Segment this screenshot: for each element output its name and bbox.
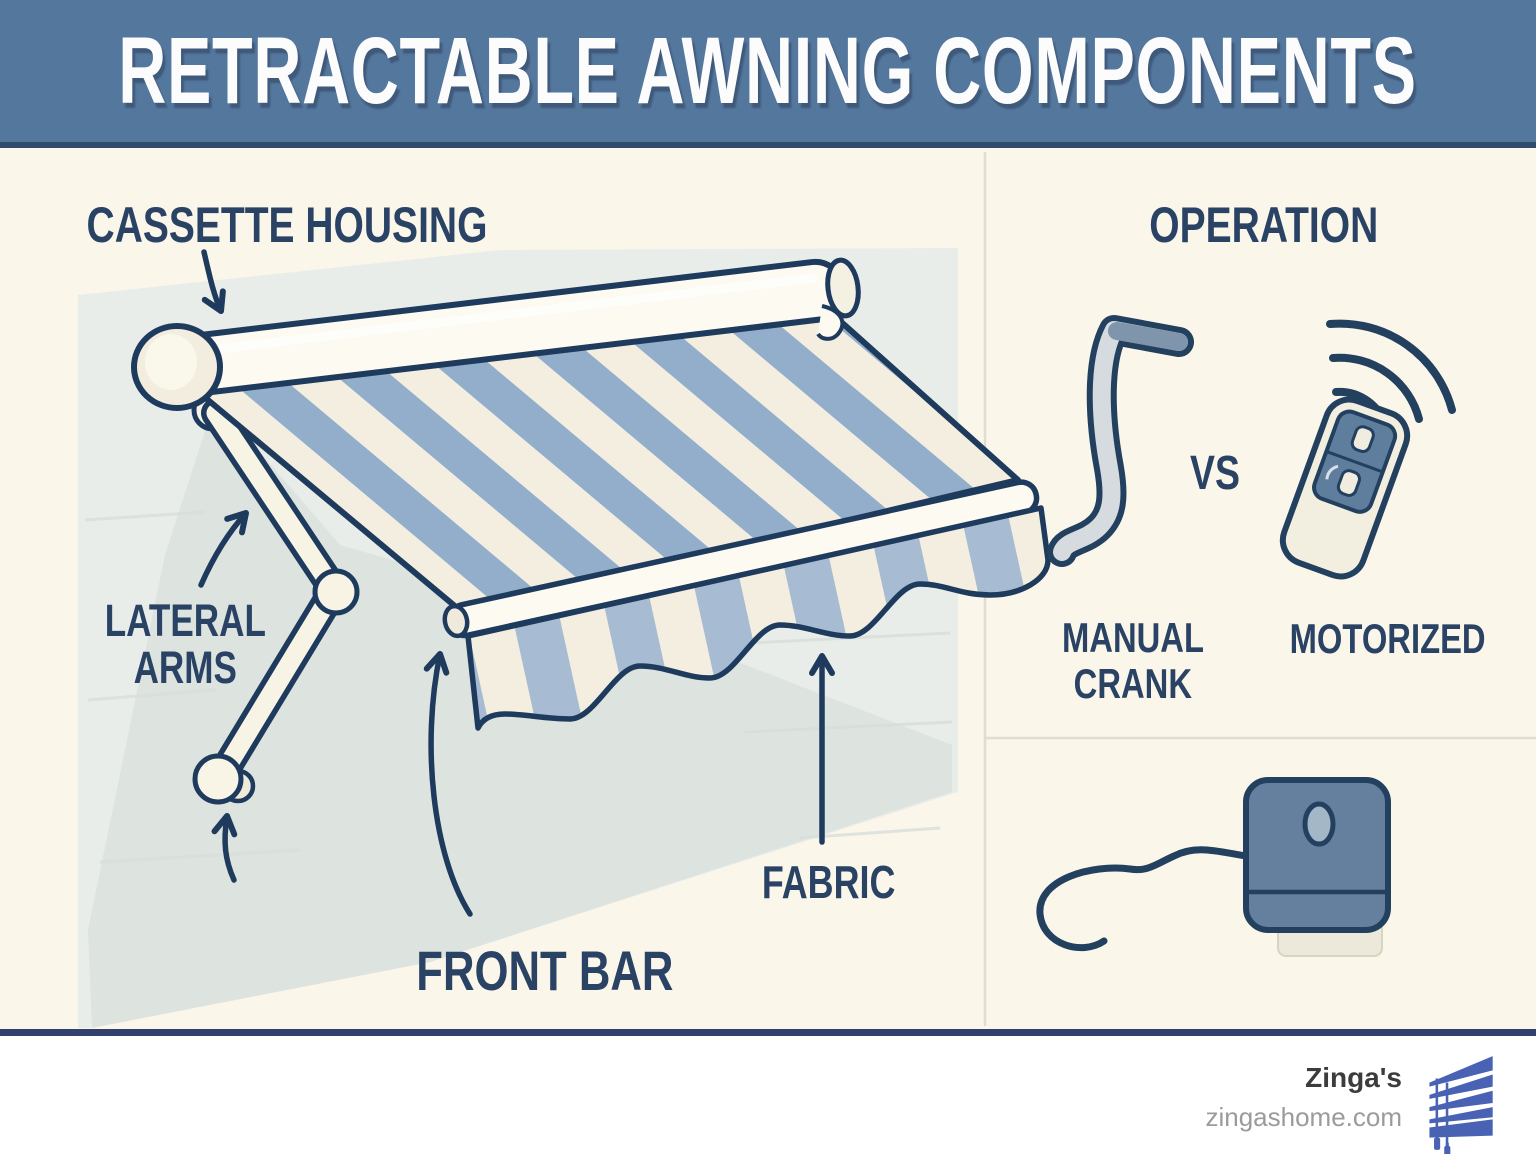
brand-name: Zinga's bbox=[1305, 1062, 1402, 1093]
footer-bar: Zinga's zingashome.com bbox=[0, 1029, 1536, 1154]
crank-handle-icon bbox=[1047, 315, 1194, 567]
website-url: zingashome.com bbox=[1205, 1102, 1402, 1132]
operation-heading: OPERATION bbox=[1149, 197, 1379, 253]
front-bar-arrow bbox=[423, 651, 473, 917]
elbow-arrow bbox=[211, 813, 238, 883]
valance-graphic bbox=[465, 505, 1051, 731]
label-vs: VS bbox=[1190, 447, 1240, 500]
lateral-arm-arrow bbox=[198, 510, 249, 588]
label-fabric: FABRIC bbox=[762, 856, 896, 908]
annotation-arrows bbox=[198, 249, 835, 917]
label-motorized: MOTORIZED bbox=[1289, 615, 1486, 662]
motor-icon bbox=[1036, 777, 1391, 957]
cassette-housing-graphic bbox=[131, 257, 861, 411]
brand-block: Zinga's zingashome.com bbox=[1205, 1062, 1402, 1133]
window-blinds-logo bbox=[1429, 1056, 1493, 1154]
label-lateral-arms: LATERAL ARMS bbox=[104, 595, 266, 693]
label-front-bar: FRONT BAR bbox=[416, 939, 674, 1002]
remote-control-icon bbox=[1279, 396, 1411, 580]
lateral-arm-graphic bbox=[191, 388, 360, 805]
page-title: RETRACTABLE AWNING COMPONENTS bbox=[118, 17, 1418, 124]
label-cassette-housing: CASSETTE HOUSING bbox=[86, 197, 488, 253]
label-manual-crank: MANUAL CRANK bbox=[1062, 614, 1204, 707]
cassette-arrow bbox=[201, 249, 226, 314]
header-bar: RETRACTABLE AWNING COMPONENTS bbox=[0, 0, 1536, 148]
